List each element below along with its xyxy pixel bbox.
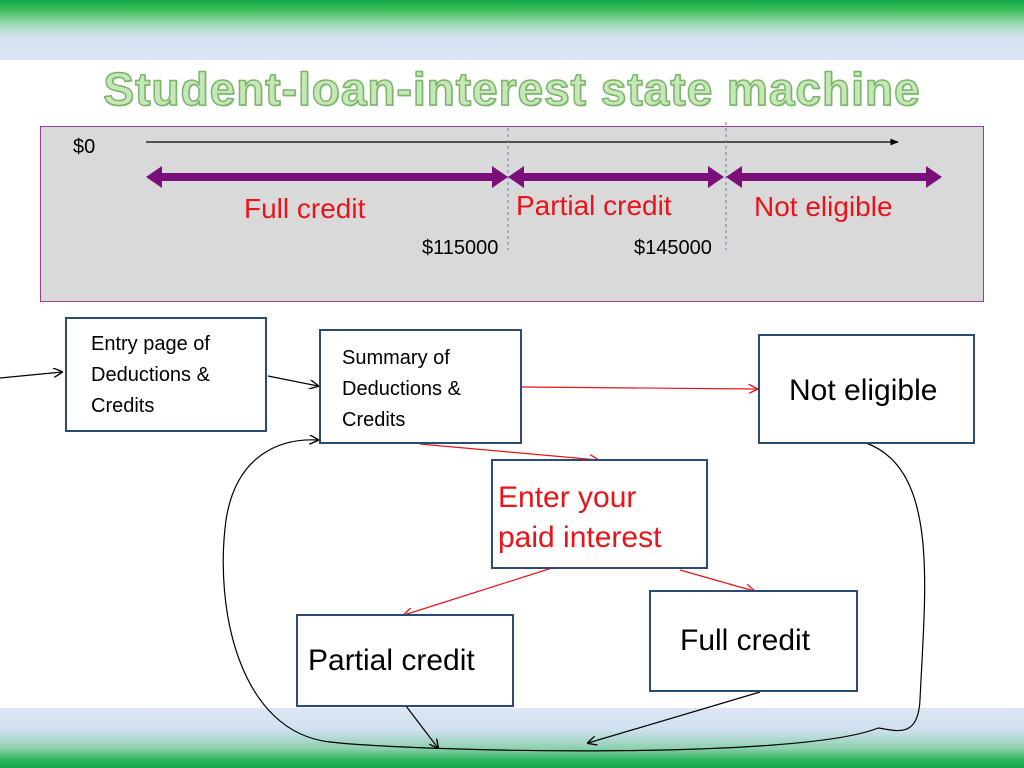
state-entry-page: Entry page of Deductions & Credits [65,317,267,432]
income-range-panel [40,126,984,302]
transition-interest-to-partial [404,567,553,615]
threshold-label-145000: $145000 [634,237,712,259]
state-entry-line-1: Entry page of [91,333,210,355]
transition-summary-to-not-eligible [521,387,757,389]
state-not-eligible-label: Not eligible [789,374,938,407]
state-summary-line-3: Credits [342,409,406,431]
range-label-not-eligible: Not eligible [754,191,893,222]
state-enter-interest-line-2: paid interest [498,521,662,554]
threshold-label-115000: $115000 [422,237,499,259]
state-partial-credit-label: Partial credit [308,644,475,677]
state-not-eligible: Not eligible [758,334,975,444]
transition-entry-to-summary [267,375,318,386]
state-entry-line-3: Credits [91,395,155,417]
top-gradient-band [0,0,1024,60]
transition-summary-to-enter-interest [419,443,598,460]
transition-partial-return [405,705,438,748]
range-label-partial-credit: Partial credit [516,190,672,221]
state-summary-line-1: Summary of [342,347,450,369]
state-full-credit-label: Full credit [680,624,811,657]
range-arrow-not-eligible [726,166,942,188]
transition-interest-to-full [679,569,754,591]
transition-full-return [588,691,761,743]
transition-loop-back-to-summary [222,440,879,752]
state-full-credit: Full credit [649,590,858,692]
range-arrow-partial-credit [508,166,724,188]
state-summary-line-2: Deductions & [342,378,461,400]
page-title: Student-loan-interest state machine [103,62,921,116]
state-partial-credit: Partial credit [296,614,514,707]
transition-not-eligible-return [865,442,926,732]
state-summary: Summary of Deductions & Credits [319,329,522,444]
state-enter-interest: Enter your paid interest [491,459,708,569]
axis-origin-label: $0 [73,136,96,158]
bottom-gradient-band [0,708,1024,768]
transition-start-to-entry [0,372,62,379]
state-enter-interest-line-1: Enter your [498,481,637,514]
range-arrow-full-credit [146,166,508,188]
range-label-full-credit: Full credit [244,193,366,224]
state-entry-line-2: Deductions & [91,364,210,386]
